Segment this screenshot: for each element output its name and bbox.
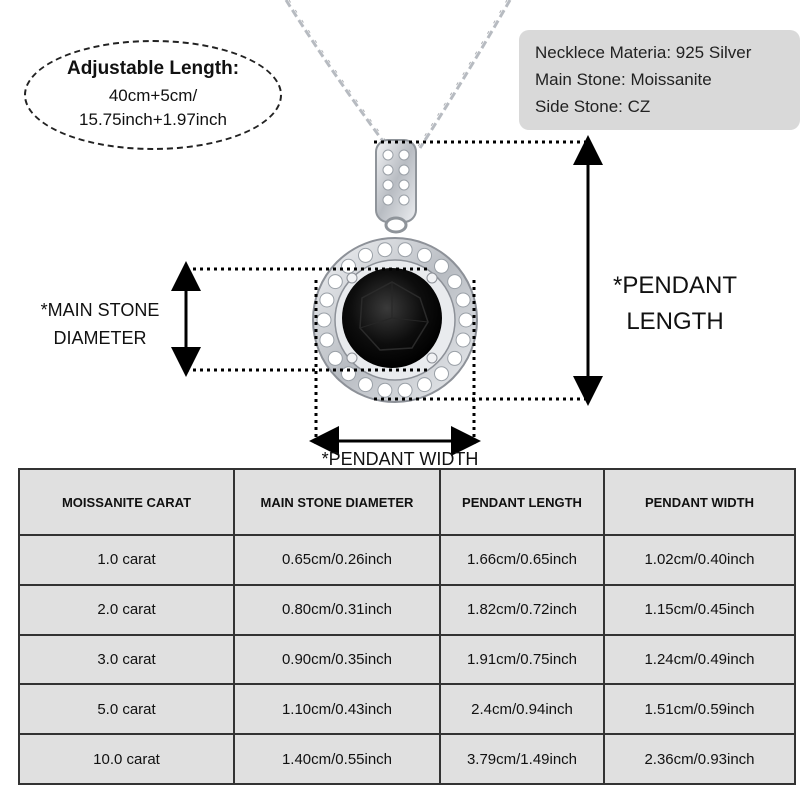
chain — [284, 0, 512, 149]
halo-accent-stone — [434, 258, 449, 274]
header-pendant-length: PENDANT LENGTH — [439, 468, 605, 536]
main-stone — [342, 268, 442, 368]
halo-accent-stone — [447, 350, 463, 366]
table-header-row: MOISSANITE CARAT MAIN STONE DIAMETER PEN… — [18, 468, 796, 536]
header-main-stone-diameter: MAIN STONE DIAMETER — [233, 468, 441, 536]
cell-pendant-length: 1.91cm/0.75inch — [439, 633, 605, 686]
table-row: 5.0 carat 1.10cm/0.43inch 2.4cm/0.94inch… — [18, 683, 796, 736]
header-carat: MOISSANITE CARAT — [18, 468, 235, 536]
cell-pendant-length: 1.82cm/0.72inch — [439, 583, 605, 636]
cell-carat: 1.0 carat — [18, 534, 235, 586]
halo-accent-stone — [397, 382, 413, 398]
pendant-width-label: *PENDANT WIDTH — [321, 449, 479, 469]
cell-pendant-width: 1.51cm/0.59inch — [603, 683, 796, 736]
pendant-bail — [375, 139, 417, 234]
halo-accent-stone — [341, 258, 356, 274]
cell-pendant-length: 3.79cm/1.49inch — [439, 733, 605, 785]
main-stone-diameter-label-1: *MAIN STONE — [40, 300, 160, 320]
halo-accent-stone — [397, 242, 413, 258]
halo-accent-stone — [358, 377, 373, 393]
cell-main-stone-diameter: 0.90cm/0.35inch — [233, 633, 441, 686]
halo-accent-stone — [447, 274, 463, 290]
adjustable-length-line-1: 40cm+5cm/ — [108, 86, 198, 105]
cell-pendant-width: 1.02cm/0.40inch — [603, 534, 796, 586]
halo-accent-stone — [455, 292, 471, 308]
halo-accent-stone — [458, 312, 474, 328]
halo-accent-stone — [358, 247, 373, 263]
cell-carat: 2.0 carat — [18, 583, 235, 636]
halo-accent-stone — [327, 350, 343, 366]
main-stone-diameter-label-2: DIAMETER — [53, 328, 147, 348]
cell-pendant-width: 1.15cm/0.45inch — [603, 583, 796, 636]
cell-pendant-width: 1.24cm/0.49inch — [603, 633, 796, 686]
cell-carat: 5.0 carat — [18, 683, 235, 736]
table-row: 1.0 carat 0.65cm/0.26inch 1.66cm/0.65inc… — [18, 534, 796, 586]
table-row: 10.0 carat 1.40cm/0.55inch 3.79cm/1.49in… — [18, 733, 796, 785]
pendant-illustration — [171, 0, 603, 456]
pendant-length-guide — [374, 140, 588, 401]
halo-accent-stone — [316, 312, 332, 328]
cell-pendant-length: 1.66cm/0.65inch — [439, 534, 605, 586]
halo-accent-stone — [434, 366, 449, 382]
spec-side-stone: Side Stone: CZ — [535, 97, 651, 116]
halo-accent-stone — [377, 242, 393, 258]
cell-main-stone-diameter: 0.65cm/0.26inch — [233, 534, 441, 586]
table-row: 2.0 carat 0.80cm/0.31inch 1.82cm/0.72inc… — [18, 583, 796, 636]
halo-accent-stone — [455, 332, 471, 348]
adjustable-length-title: Adjustable Length: — [66, 58, 240, 79]
pendant-length-label-2: LENGTH — [626, 308, 724, 335]
halo-accent-stone — [341, 366, 356, 382]
halo-accent-stone — [319, 332, 335, 348]
halo-accent-stone — [327, 274, 343, 290]
cell-pendant-width: 2.36cm/0.93inch — [603, 733, 796, 785]
header-pendant-width: PENDANT WIDTH — [603, 468, 796, 536]
cell-main-stone-diameter: 1.40cm/0.55inch — [233, 733, 441, 785]
spec-main-stone: Main Stone: Moissanite — [535, 70, 712, 89]
material-spec-box: Necklece Materia: 925 Silver Main Stone:… — [519, 30, 800, 130]
halo-accent-stone — [417, 247, 432, 263]
spec-material: Necklece Materia: 925 Silver — [535, 43, 752, 62]
table-row: 3.0 carat 0.90cm/0.35inch 1.91cm/0.75inc… — [18, 633, 796, 686]
cell-pendant-length: 2.4cm/0.94inch — [439, 683, 605, 736]
main-stone-diameter-guide — [186, 267, 430, 372]
cell-carat: 10.0 carat — [18, 733, 235, 785]
adjustable-length-line-2: 15.75inch+1.97inch — [79, 110, 227, 129]
size-table: MOISSANITE CARAT MAIN STONE DIAMETER PEN… — [18, 468, 796, 785]
cell-main-stone-diameter: 1.10cm/0.43inch — [233, 683, 441, 736]
cell-main-stone-diameter: 0.80cm/0.31inch — [233, 583, 441, 636]
halo-accent-stone — [377, 382, 393, 398]
halo-accent-stone — [417, 377, 432, 393]
halo-accent-stone — [319, 292, 335, 308]
pendant-length-label-1: *PENDANT — [612, 272, 738, 299]
cell-carat: 3.0 carat — [18, 633, 235, 686]
adjustable-length-callout: Adjustable Length: 40cm+5cm/ 15.75inch+1… — [24, 40, 282, 150]
